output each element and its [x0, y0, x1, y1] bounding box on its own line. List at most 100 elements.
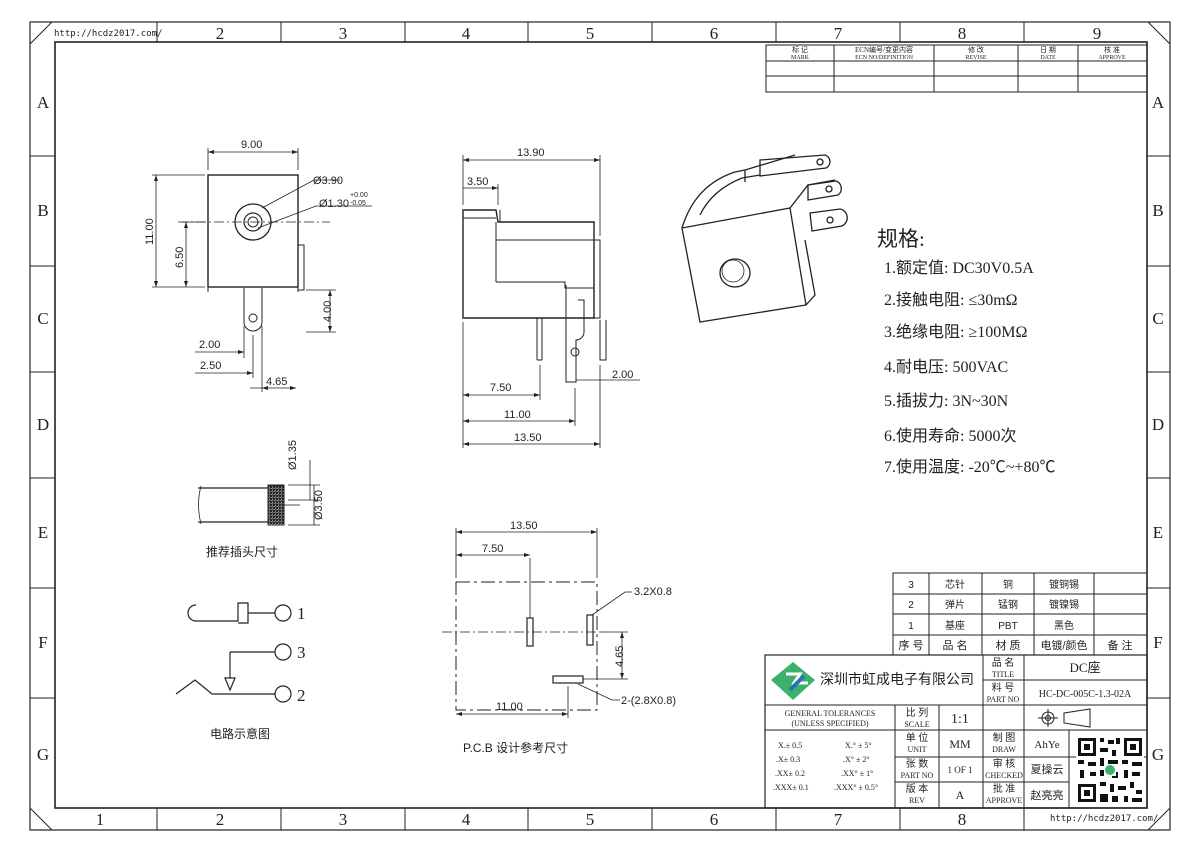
row-label-left: C — [37, 309, 48, 328]
dim-side-top: 3.50 — [467, 176, 488, 188]
tol-linear: X.± 0.5 — [778, 741, 802, 750]
circuit-caption: 电路示意图 — [210, 726, 270, 741]
front-view-dims: 9.00 11.00 6.50 4.00 2.00 2.50 4.65 Ø3.9… — [144, 139, 368, 388]
dim-pcb-total: 13.50 — [510, 520, 538, 532]
check-label-cn: 审 核 — [993, 757, 1016, 770]
rev-header: MARK — [791, 55, 810, 61]
row-label-right: D — [1152, 415, 1164, 434]
part-number: HC-DC-005C-1.3-02A — [1039, 689, 1132, 700]
revision-headers: 标 记 MARK ECN编号/变更内容 ECN NO/DEFINITION 修 … — [791, 45, 1126, 61]
col-label-top: 2 — [216, 24, 225, 43]
name-label-en: TITLE — [992, 670, 1014, 679]
row-label-left: B — [37, 201, 48, 220]
spec-item: 5.插拔力: 3N~30N — [884, 392, 1009, 410]
side-view — [462, 155, 640, 448]
dim-side-a: 7.50 — [490, 382, 511, 394]
dim-side-b: 11.00 — [504, 409, 531, 421]
sheet-value: 1 OF 1 — [947, 765, 972, 775]
spec-item: 1.额定值: DC30V0.5A — [884, 259, 1034, 277]
draw-label-en: DRAW — [992, 745, 1016, 754]
draw-label-cn: 制 图 — [993, 731, 1016, 744]
revision-table — [765, 44, 1148, 93]
spec-item: 6.使用寿命: 5000次 — [884, 427, 1016, 445]
pcb-hole-2: 2-(2.8X0.8) — [621, 695, 676, 707]
isometric-view — [681, 154, 848, 323]
tol-linear: .XXX± 0.1 — [773, 783, 809, 792]
row-label-right: B — [1152, 201, 1163, 220]
circuit-diagram — [175, 602, 292, 703]
bom-cells: 3 芯针 铜 镀铜锡 2 弹片 锰钢 镀镍锡 1 基座 PBT 黑色 序 号 品… — [898, 578, 1132, 652]
projection-symbol-icon — [1038, 708, 1091, 728]
rev-label-cn: 版 本 — [906, 782, 929, 795]
sheet-label-cn: 张 数 — [906, 757, 929, 770]
dim-pin-c: 4.65 — [266, 376, 287, 388]
unit-value: MM — [949, 737, 971, 751]
approve-label-cn: 批 准 — [993, 782, 1016, 795]
dim-side-c: 13.50 — [514, 432, 542, 444]
bom-cell: 2 — [908, 600, 914, 611]
dim-pcb-b: 11.00 — [496, 701, 523, 713]
specifications: 规格: 1.额定值: DC30V0.5A 2.接触电阻: ≤30mΩ 3.绝缘电… — [877, 227, 1055, 476]
spec-item: 3.绝缘电阻: ≥100MΩ — [884, 323, 1027, 341]
plug-outer-dia: Ø3.50 — [313, 490, 325, 520]
col-label-bottom: 2 — [216, 810, 225, 829]
bom-cell: 1 — [908, 621, 914, 632]
col-label-top: 7 — [834, 24, 843, 43]
col-label-bottom: 6 — [710, 810, 719, 829]
bom-cell: PBT — [998, 621, 1017, 632]
part-label-cn: 料 号 — [992, 681, 1015, 694]
col-label-bottom: 8 — [958, 810, 967, 829]
col-label-top: 8 — [958, 24, 967, 43]
circuit-labels: 1 3 2 电路示意图 — [210, 604, 306, 741]
rev-value: A — [956, 788, 965, 802]
company-logo — [771, 662, 815, 700]
bom-cell: 锰钢 — [998, 598, 1018, 611]
row-label-right: F — [1153, 633, 1162, 652]
bom-cell: 铜 — [1003, 579, 1013, 591]
dim-pin-length: 4.00 — [322, 301, 334, 322]
spec-item: 7.使用温度: -20℃~+80℃ — [884, 458, 1055, 476]
bom-cell: 3 — [908, 580, 914, 591]
col-label-bottom: 1 — [96, 810, 105, 829]
col-label-top: 4 — [462, 24, 471, 43]
grid-labels: 2 3 4 5 6 7 8 9 1 2 3 4 5 6 7 8 A B C D … — [37, 24, 1165, 829]
url-stamps: http://hcdz2017.com/ http://hcdz2017.com… — [54, 29, 1158, 824]
qr-code-icon — [1076, 736, 1144, 804]
sheet-label-en: PART NO — [901, 771, 934, 780]
scale-value: 1:1 — [951, 712, 969, 727]
title-block-text: 深圳市虹成电子有限公司 品 名 TITLE DC座 料 号 PART NO HC… — [773, 656, 1132, 805]
part-label-en: PART NO — [987, 695, 1020, 704]
rev-label-en: REV — [909, 796, 925, 805]
pcb-layout — [442, 528, 632, 718]
rev-header: 核 准 — [1104, 45, 1120, 54]
callout-d2: Ø1.30 — [319, 198, 349, 210]
bom-cell: 黑色 — [1054, 619, 1074, 632]
dim-pin-a: 2.00 — [199, 339, 220, 351]
col-label-top: 9 — [1093, 24, 1102, 43]
circuit-pin-1: 1 — [297, 604, 306, 623]
row-label-left: D — [37, 415, 49, 434]
tol-angular: X.° ± 5° — [845, 741, 872, 750]
dim-front-height: 11.00 — [144, 218, 156, 245]
rev-header: APPROVE — [1098, 55, 1126, 61]
rev-header: 标 记 — [792, 45, 808, 54]
title-block — [764, 654, 1148, 809]
product-name: DC座 — [1069, 660, 1100, 675]
tol-angular: .XX° ± 1° — [841, 769, 873, 778]
col-label-bottom: 7 — [834, 810, 843, 829]
bom-header: 电镀/颜色 — [1040, 638, 1087, 652]
rev-header: REVISE — [966, 55, 987, 61]
col-label-bottom: 5 — [586, 810, 595, 829]
plug-detail — [198, 460, 320, 526]
scale-label-en: SCALE — [904, 720, 929, 729]
company-name: 深圳市虹成电子有限公司 — [820, 671, 974, 688]
row-label-left: A — [37, 93, 50, 112]
row-label-left: E — [38, 523, 48, 542]
tol-subtitle: (UNLESS SPECIFIED) — [791, 719, 868, 728]
bom-header: 备 注 — [1107, 638, 1132, 652]
check-value: 夏操云 — [1031, 762, 1064, 776]
approve-label-en: APPROVE — [986, 796, 1023, 805]
dim-front-center: 6.50 — [174, 247, 186, 268]
rev-header: 日 期 — [1040, 46, 1056, 54]
